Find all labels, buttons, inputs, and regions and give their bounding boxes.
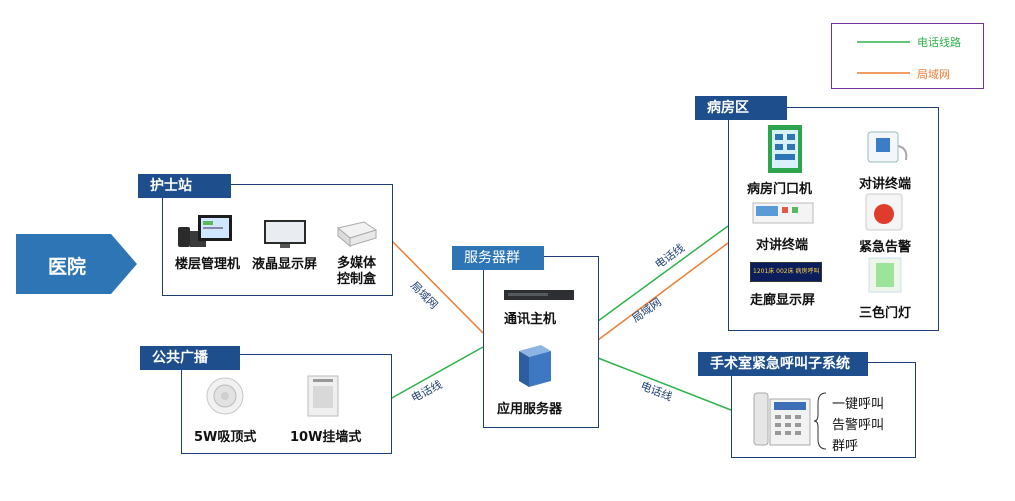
phone-line-broadcast (389, 346, 484, 400)
lan-line-ward (597, 242, 729, 341)
media-box-label-1: 多媒体 (337, 256, 377, 271)
floor-manager-label: 楼层管理机 (175, 257, 241, 272)
ceiling-speaker-icon (206, 377, 244, 415)
surgery-title: 手术室紧急呼叫子系统 (698, 352, 868, 376)
feature-group-call: 群呼 (832, 439, 859, 454)
hospital-label: 医院 (48, 256, 87, 278)
wall-speaker-icon (307, 375, 339, 417)
broadcast-title: 公共广播 (140, 346, 240, 370)
corridor-display-label: 走廊显示屏 (750, 293, 816, 308)
feature-one-key-call: 一键呼叫 (832, 397, 885, 412)
app-server-label: 应用服务器 (497, 402, 563, 417)
lcd-screen-label: 液晶显示屏 (252, 257, 318, 272)
media-box-icon (336, 221, 378, 248)
feature-brace (814, 392, 827, 450)
floor-manager-icon (178, 215, 232, 247)
lan-line-nurse (391, 240, 484, 334)
legend-phone-label: 电话线路 (917, 36, 961, 49)
server-group-title: 服务器群 (452, 246, 544, 270)
nurse-station-title: 护士站 (138, 174, 231, 198)
phone-line-surgery (597, 357, 732, 411)
ward-title: 病房区 (695, 96, 787, 120)
emergency-alarm-icon (865, 193, 903, 231)
comm-host-label: 通讯主机 (504, 312, 557, 327)
ceiling-speaker-label: 5W吸顶式 (194, 430, 257, 445)
ward-door-unit-icon (768, 125, 802, 173)
corridor-display-icon (750, 262, 822, 282)
intercom-terminal-label-1: 对讲终端 (859, 177, 912, 192)
intercom-terminal-label-2: 对讲终端 (756, 238, 809, 253)
bed-intercom-icon (752, 202, 814, 224)
corridor-display-text: 1201床 002床 病房呼叫 (753, 268, 820, 275)
comm-host-icon (504, 290, 574, 300)
legend: 电话线路 局域网 (831, 23, 984, 89)
lcd-screen-icon (264, 220, 306, 248)
door-light-icon (868, 257, 902, 293)
media-box-label-2: 控制盒 (337, 272, 377, 287)
wall-speaker-label: 10W挂墙式 (290, 430, 362, 445)
phone-line-ward (597, 225, 729, 322)
app-server-icon (519, 345, 551, 387)
legend-lan-label: 局域网 (917, 68, 950, 81)
door-light-label: 三色门灯 (859, 306, 912, 321)
hospital-arrow (16, 234, 137, 294)
intercom-terminal-icon (867, 131, 908, 163)
feature-alarm-call: 告警呼叫 (832, 418, 885, 433)
server-group-box (483, 256, 599, 428)
desk-phone-icon (753, 392, 811, 446)
ward-door-unit-label: 病房门口机 (747, 182, 813, 197)
emergency-alarm-label: 紧急告警 (859, 240, 912, 255)
